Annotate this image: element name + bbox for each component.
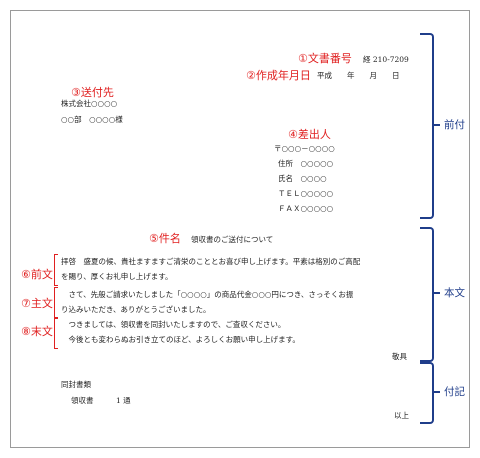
appendix-bracket-tip bbox=[432, 391, 440, 393]
sender-label: ④差出人 bbox=[288, 128, 331, 141]
recipient-company: 株式会社○○○○ bbox=[61, 99, 118, 108]
main-line-2: り込みいただき、ありがとうございました。 bbox=[61, 305, 211, 314]
end-label: ⑧末文 bbox=[21, 325, 53, 338]
enclosure-item: 領収書 1 通 bbox=[71, 396, 131, 405]
intro-line-1: 拝啓 盛夏の候、貴社ますますご清栄のこととお喜び申し上げます。平素は格別のご高配 bbox=[61, 257, 361, 266]
created-date-label: ②作成年月日 bbox=[246, 69, 311, 82]
subject-value: 領収書のご送付について bbox=[191, 235, 274, 244]
main-section-label: 本文 bbox=[444, 287, 465, 299]
enclosure-end: 以上 bbox=[394, 411, 409, 420]
doc-number-label: ①文書番号 bbox=[298, 52, 352, 65]
main-line-1: さて、先般ご請求いたしました「○○○○」の商品代金○○○円につき、さっそくお振 bbox=[61, 290, 354, 299]
end-line-1: つきましては、領収書を同封いたしますので、ご査収ください。 bbox=[61, 320, 286, 329]
intro-bracket bbox=[54, 254, 58, 286]
main-bracket bbox=[54, 287, 58, 319]
subject-label: ⑤件名 bbox=[149, 232, 181, 245]
front-bracket-tip bbox=[432, 124, 440, 126]
end-bracket bbox=[54, 317, 58, 349]
sender-tel: ＴＥＬ○○○○○ bbox=[278, 189, 334, 198]
main-bracket-tip bbox=[432, 292, 440, 294]
sender-fax: ＦＡＸ○○○○○ bbox=[278, 204, 334, 213]
intro-label: ⑥前文 bbox=[21, 268, 53, 281]
closing-word: 敬具 bbox=[392, 352, 407, 361]
doc-number-value: 経 210-7209 bbox=[363, 55, 409, 64]
sender-name: 氏名 ○○○○ bbox=[278, 174, 327, 183]
main-label: ⑦主文 bbox=[21, 297, 53, 310]
sender-postal: 〒○○○－○○○○ bbox=[274, 144, 335, 153]
intro-line-2: を賜り、厚くお礼申し上げます。 bbox=[61, 272, 173, 281]
created-date-value: 平成 年 月 日 bbox=[317, 71, 400, 80]
main-section-bracket bbox=[420, 227, 434, 362]
appendix-section-label: 付記 bbox=[444, 386, 465, 398]
end-line-2: 今後とも変わらぬお引き立てのほど、よろしくお願い申し上げます。 bbox=[61, 335, 300, 344]
recipient-person: ○○部 ○○○○様 bbox=[61, 115, 123, 124]
appendix-section-bracket bbox=[420, 362, 434, 424]
front-section-bracket bbox=[420, 33, 434, 219]
front-section-label: 前付 bbox=[444, 119, 465, 131]
sender-address: 住所 ○○○○○ bbox=[278, 159, 334, 168]
recipient-label: ③送付先 bbox=[71, 86, 114, 99]
enclosure-heading: 同封書類 bbox=[61, 380, 91, 389]
document-page: ①文書番号 経 210-7209 ②作成年月日 平成 年 月 日 ③送付先 株式… bbox=[10, 10, 470, 448]
